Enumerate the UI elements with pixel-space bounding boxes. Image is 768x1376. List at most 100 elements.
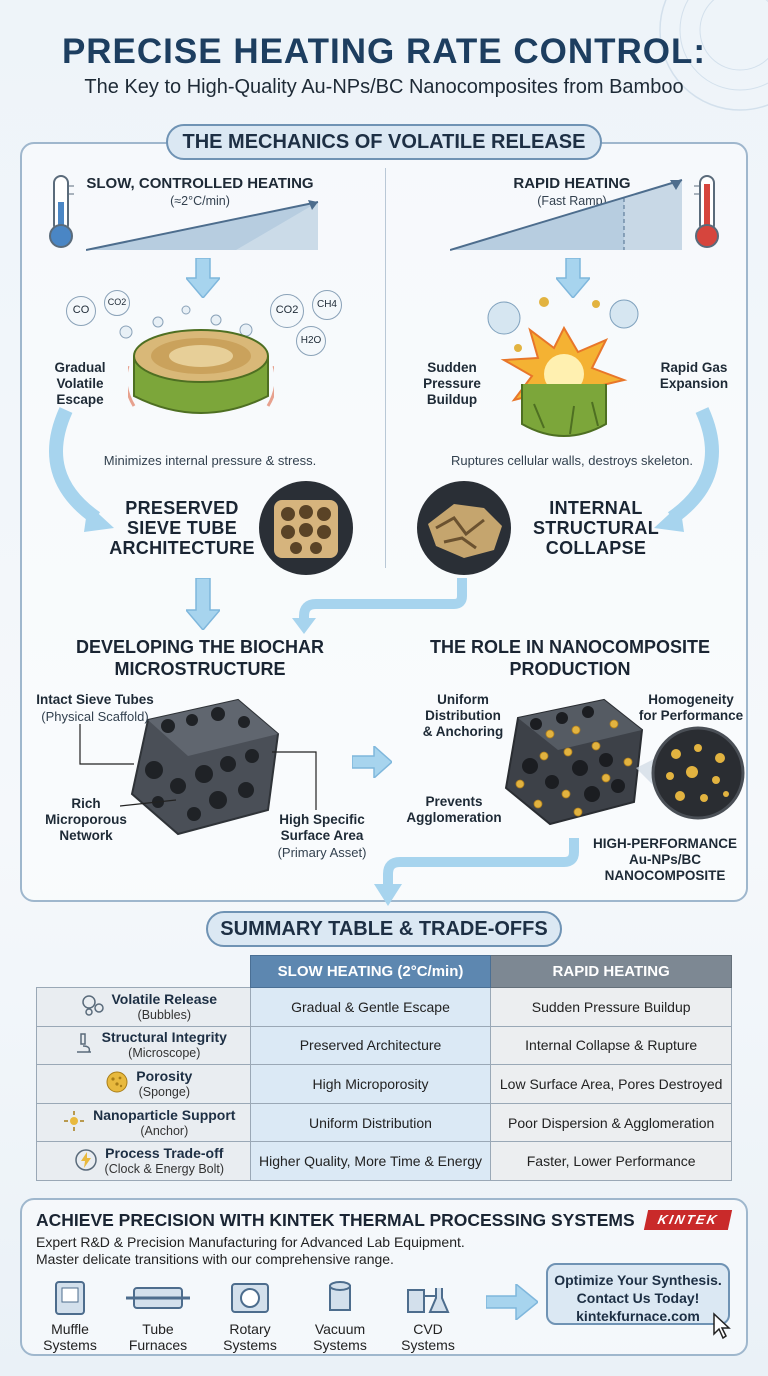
- high-performance-product-label: HIGH-PERFORMANCE Au-NPs/BC NANOCOMPOSITE: [593, 836, 737, 883]
- row-title: Volatile Release: [111, 990, 218, 1007]
- rapid-ramp-icon: [450, 179, 683, 251]
- product-label: Tube Furnaces: [128, 1321, 188, 1353]
- cvd-system-icon: [407, 1288, 450, 1313]
- product-rotary[interactable]: Rotary Systems: [212, 1280, 288, 1353]
- table-row: Volatile Release(Bubbles) Gradual & Gent…: [36, 987, 732, 1027]
- magnified-nanoparticles-icon: [636, 726, 745, 820]
- cta-box-line-2: Contact Us Today!: [576, 1290, 700, 1306]
- anchor-icon: [59, 1109, 89, 1136]
- gold-nanoparticle-block-icon: [504, 698, 644, 826]
- rapid-cell: Sudden Pressure Buildup: [490, 987, 732, 1027]
- vacuum-furnace-icon: [329, 1281, 351, 1311]
- rapid-heating-rate: (Fast Ramp): [537, 194, 607, 208]
- cta-arrow-icon: [486, 1284, 538, 1320]
- slow-cell: Higher Quality, More Time & Energy: [249, 1141, 492, 1181]
- thermometer-hot-icon: [694, 175, 719, 248]
- internal-collapse-label: INTERNAL STRUCTURAL COLLAPSE: [533, 498, 659, 558]
- surface-area-label: High Specific Surface Area: [279, 812, 365, 843]
- kintek-logo: KINTEK: [643, 1210, 733, 1230]
- cta-description-1: Expert R&D & Precision Manufacturing for…: [36, 1234, 465, 1250]
- page-subtitle: The Key to High-Quality Au-NPs/BC Nanoco…: [84, 76, 684, 98]
- bent-arrow-from-collapse: [292, 578, 467, 634]
- summary-section-title: SUMMARY TABLE & TRADE-OFFS: [206, 911, 562, 947]
- table-row: Porosity(Sponge) High Microporosity Low …: [36, 1064, 732, 1104]
- preserved-architecture-label: PRESERVED SIEVE TUBE ARCHITECTURE: [109, 498, 255, 558]
- background-gear-decoration: [659, 0, 768, 111]
- small-bubbles-decoration: [119, 305, 253, 339]
- slow-ramp-icon: [86, 200, 319, 251]
- rapid-cell: Faster, Lower Performance: [490, 1141, 732, 1181]
- row-subtitle: (Clock & Energy Bolt): [104, 1162, 225, 1177]
- column-divider: [385, 168, 386, 568]
- slow-cell: Uniform Distribution: [249, 1102, 492, 1143]
- sieve-callout-line: [79, 724, 134, 765]
- row-title: Structural Integrity: [101, 1029, 227, 1046]
- table-row: Process Trade-off(Clock & Energy Bolt) H…: [36, 1141, 732, 1181]
- summary-table: SLOW HEATING (2°C/min) RAPID HEATING Vol…: [36, 955, 732, 1181]
- cta-box-line-1: Optimize Your Synthesis.: [554, 1272, 722, 1288]
- collapsed-structure-icon: [417, 481, 511, 575]
- contact-button[interactable]: Optimize Your Synthesis. Contact Us Toda…: [546, 1263, 730, 1325]
- product-label: CVD Systems: [401, 1321, 455, 1353]
- bubbles-icon: [78, 994, 108, 1019]
- product-cvd[interactable]: CVD Systems: [390, 1280, 466, 1353]
- cta-description-2: Master delicate transitions with our com…: [36, 1251, 394, 1267]
- homogeneity-label: Homogeneity for Performance: [638, 692, 744, 723]
- row-subtitle: (Bubbles): [137, 1007, 192, 1022]
- uniform-distribution-label: Uniform Distribution & Anchoring: [422, 692, 504, 739]
- physical-scaffold-label: (Physical Scaffold): [41, 709, 149, 724]
- curved-arrow-right: [654, 407, 719, 532]
- clock-bolt-icon: [71, 1148, 101, 1175]
- cta-box-link[interactable]: kintekfurnace.com: [576, 1308, 700, 1324]
- slow-cell: Gradual & Gentle Escape: [249, 987, 492, 1027]
- product-muffle[interactable]: Muffle Systems: [32, 1280, 108, 1353]
- table-row: Structural Integrity(Microscope) Preserv…: [36, 1025, 732, 1066]
- mechanics-section-title: THE MECHANICS OF VOLATILE RELEASE: [166, 124, 602, 160]
- rapid-cell: Low Surface Area, Pores Destroyed: [490, 1064, 732, 1104]
- table-row: Nanoparticle Support(Anchor) Uniform Dis…: [36, 1102, 732, 1143]
- gas-bubble-h2o: H2O: [296, 326, 326, 356]
- cursor-icon: [713, 1312, 731, 1340]
- cta-title: ACHIEVE PRECISION WITH KINTEK THERMAL PR…: [36, 1210, 635, 1230]
- intact-sieve-tubes-label: Intact Sieve Tubes: [36, 692, 154, 707]
- intact-bamboo-segment-icon: [128, 329, 274, 414]
- gradual-volatile-escape-label: Gradual Volatile Escape: [54, 360, 106, 407]
- sudden-pressure-buildup-label: Sudden Pressure Buildup: [423, 360, 481, 407]
- sponge-icon: [102, 1070, 132, 1097]
- rotary-furnace-icon: [231, 1283, 269, 1313]
- column-rapid-heading: RAPID HEATING: [490, 955, 732, 988]
- product-label: Rotary Systems: [223, 1321, 277, 1353]
- surface-callout-line: [272, 751, 317, 810]
- microporous-network-label: Rich Microporous Network: [45, 796, 127, 843]
- slow-note: Minimizes internal pressure & stress.: [103, 453, 317, 468]
- slow-cell: Preserved Architecture: [249, 1025, 492, 1066]
- gas-bubble-co: CO: [66, 296, 96, 326]
- thermometer-cool-icon: [49, 175, 74, 248]
- sieve-tube-architecture-icon: [259, 481, 353, 575]
- rapid-gas-expansion-label: Rapid Gas Expansion: [659, 360, 729, 391]
- slow-cell: High Microporosity: [249, 1064, 492, 1104]
- down-arrow-to-microstructure: [186, 578, 220, 630]
- slow-heating-title: SLOW, CONTROLLED HEATING: [86, 175, 314, 192]
- column-slow-heading: SLOW HEATING (2°C/min): [249, 955, 492, 988]
- rapid-cell: Poor Dispersion & Agglomeration: [490, 1102, 732, 1143]
- row-subtitle: (Microscope): [128, 1046, 201, 1061]
- product-vacuum[interactable]: Vacuum Systems: [302, 1280, 378, 1353]
- down-arrow-icon: [186, 258, 220, 298]
- primary-asset-label: (Primary Asset): [277, 845, 367, 860]
- tube-furnace-icon: [126, 1287, 190, 1309]
- row-title: Process Trade-off: [105, 1145, 224, 1162]
- muffle-furnace-icon: [55, 1281, 85, 1315]
- exploding-bamboo-segment-icon: [487, 297, 639, 437]
- gas-bubble-co2: CO2: [104, 290, 130, 316]
- rapid-heating-title: RAPID HEATING: [513, 175, 631, 192]
- row-subtitle: (Anchor): [140, 1123, 189, 1138]
- curved-arrow-left: [49, 407, 114, 532]
- nanocomposite-title: THE ROLE IN NANOCOMPOSITE PRODUCTION: [429, 637, 710, 679]
- gas-bubble-co2-right: CO2: [270, 294, 304, 328]
- product-tube[interactable]: Tube Furnaces: [120, 1280, 196, 1353]
- gas-bubble-ch4: CH4: [312, 290, 342, 320]
- row-title: Nanoparticle Support: [93, 1106, 236, 1123]
- product-label: Muffle Systems: [43, 1321, 97, 1353]
- bent-arrow-to-summary: [374, 838, 579, 906]
